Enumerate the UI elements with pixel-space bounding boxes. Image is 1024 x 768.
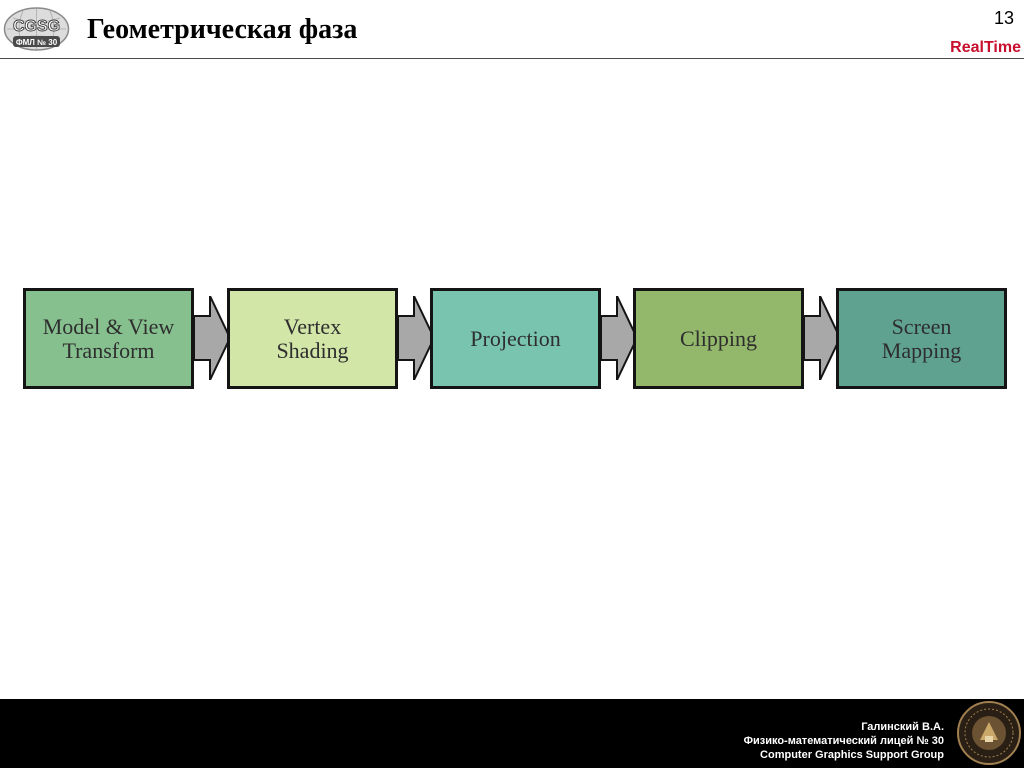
footer-group: Computer Graphics Support Group (760, 749, 944, 761)
cgsg-logo: CGSG ФМЛ № 30 (3, 7, 70, 51)
stage-model-view-transform: Model & View Transform (23, 288, 194, 389)
header-divider (0, 58, 1024, 59)
footer-school: Физико-математический лицей № 30 (743, 735, 944, 747)
svg-text:ФМЛ № 30: ФМЛ № 30 (16, 38, 58, 47)
arrow-right-icon (804, 296, 840, 380)
slide-header: CGSG ФМЛ № 30 Геометрическая фаза 13 Rea… (0, 0, 1024, 60)
school-seal-icon (957, 701, 1021, 765)
footer-credits: Галинский В.А. Физико-математический лиц… (744, 720, 944, 762)
page-number: 13 (993, 8, 1014, 28)
arrow-right-icon (601, 296, 637, 380)
stage-clipping: Clipping (633, 288, 804, 389)
stage-projection: Projection (430, 288, 601, 389)
stage-screen-mapping: Screen Mapping (836, 288, 1007, 389)
page-title: Геометрическая фаза (87, 14, 358, 45)
stage-vertex-shading: Vertex Shading (227, 288, 398, 389)
arrow-right-icon (194, 296, 230, 380)
arrow-right-icon (398, 296, 434, 380)
footer-author: Галинский В.А. (861, 721, 944, 733)
brand-label: RealTime (950, 39, 1021, 56)
slide-footer: Галинский В.А. Физико-математический лиц… (0, 699, 1024, 768)
svg-text:CGSG: CGSG (13, 18, 60, 35)
